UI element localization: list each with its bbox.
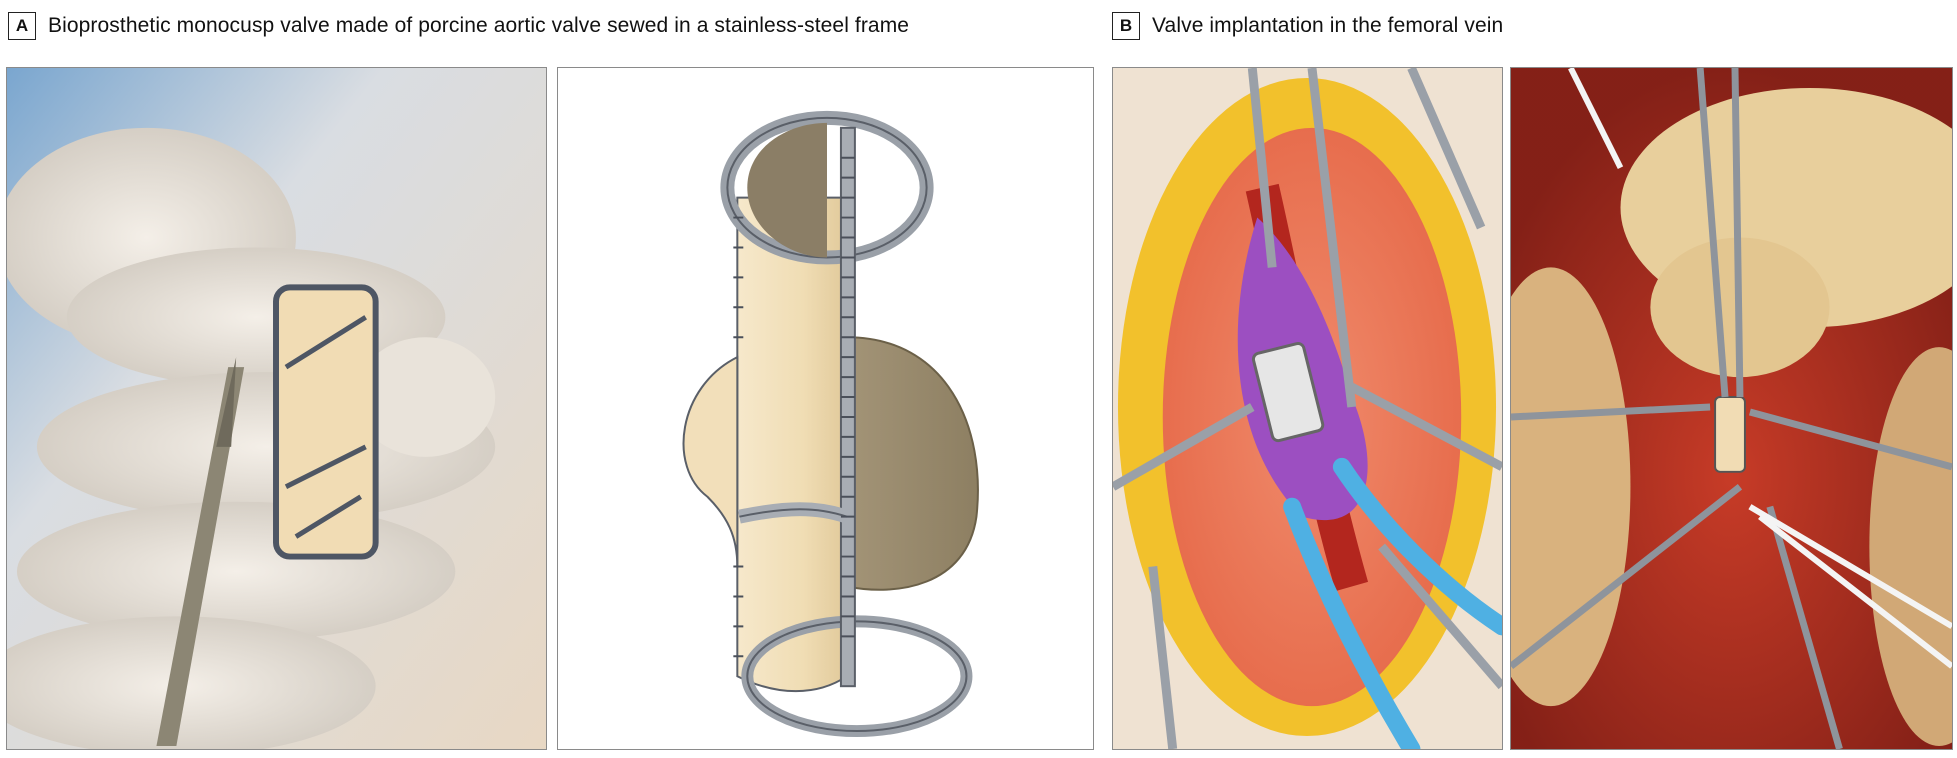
panel-a-caption: Bioprosthetic monocusp valve made of por… [48, 14, 910, 37]
panel-a-header: A Bioprosthetic monocusp valve made of p… [8, 8, 909, 44]
valve-photo-image [6, 67, 547, 750]
surgical-illustration-icon [1113, 68, 1502, 749]
panel-a-letter: A [8, 12, 36, 40]
surgical-illustration-image [1112, 67, 1503, 750]
surgical-photo-image [1510, 67, 1953, 750]
panel-b-header: B Valve implantation in the femoral vein [1112, 8, 1503, 44]
frame-render-image [557, 67, 1094, 750]
frame-3d-render-icon [682, 110, 979, 738]
photo-valve-in-hand-icon [7, 68, 546, 749]
surgical-photo-icon [1511, 68, 1952, 749]
panel-b-caption: Valve implantation in the femoral vein [1152, 14, 1504, 37]
panel-b-letter: B [1112, 12, 1140, 40]
